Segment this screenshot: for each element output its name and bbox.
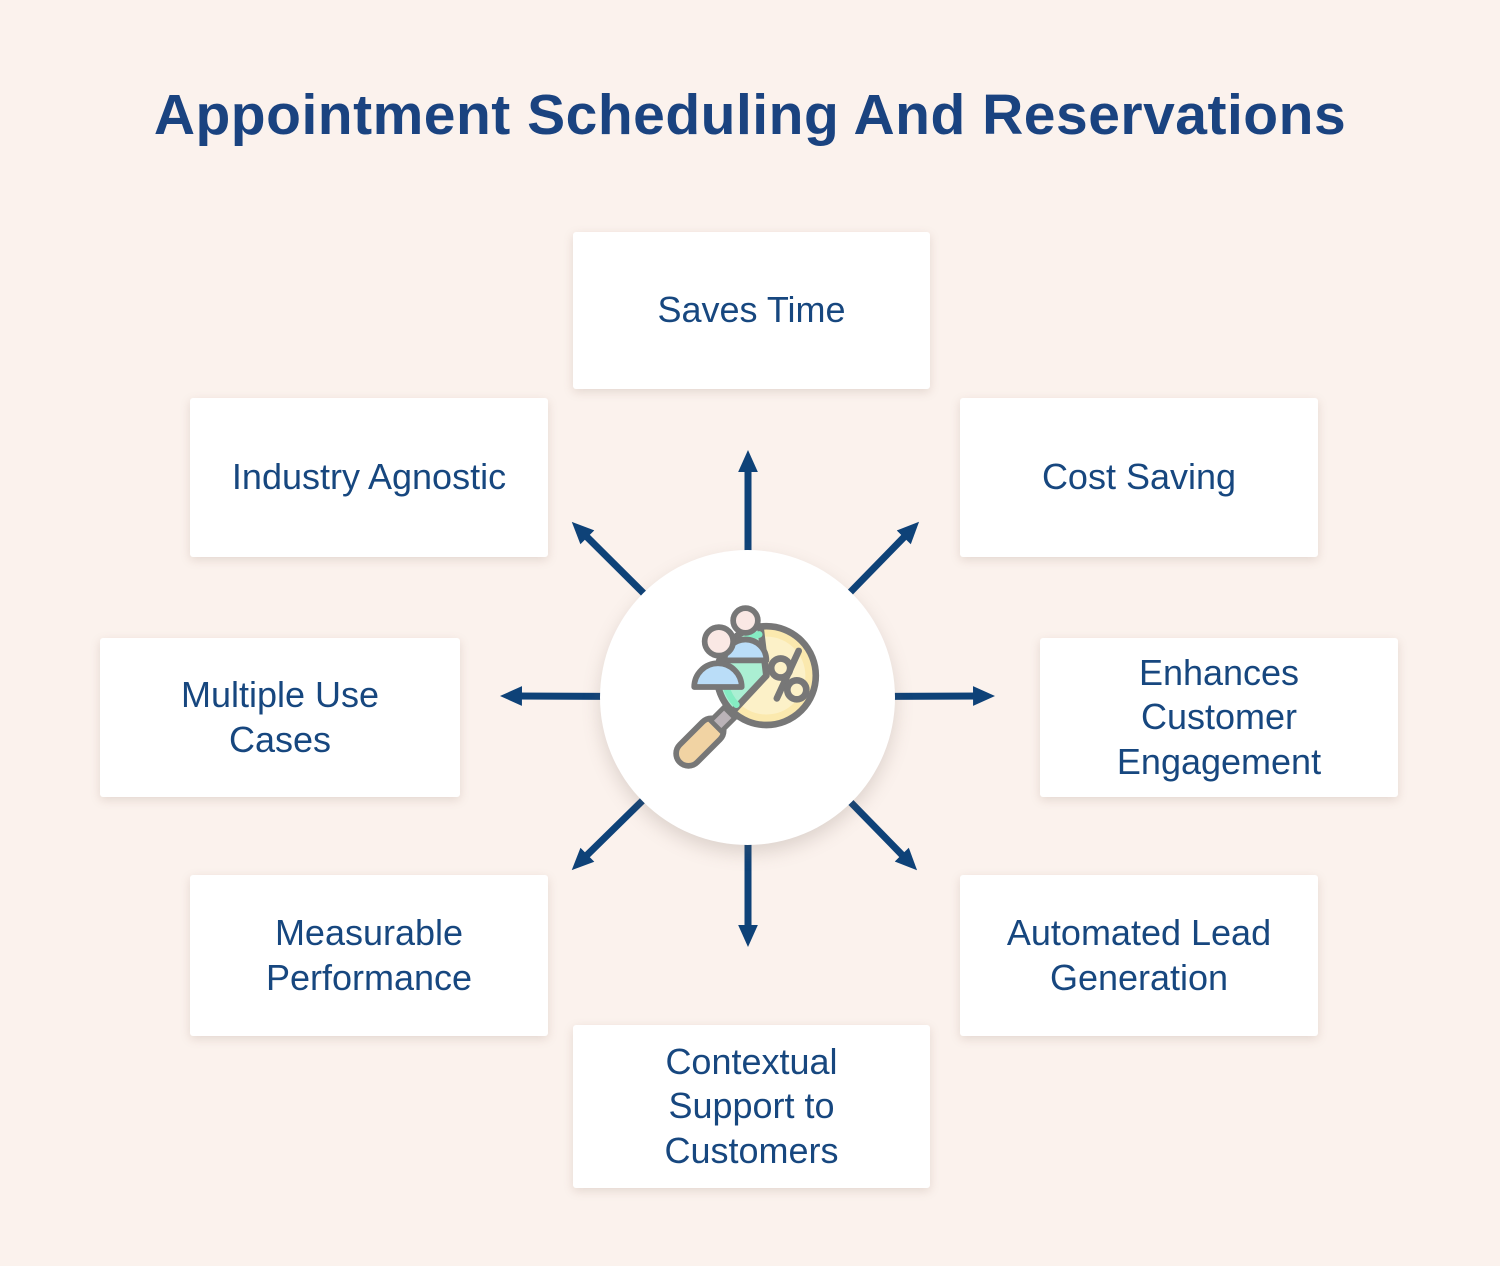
center-circle xyxy=(600,550,895,845)
node-contextual-support-to-customers: Contextual Support to Customers xyxy=(573,1025,930,1188)
node-automated-lead-generation: Automated Lead Generation xyxy=(960,875,1318,1036)
node-measurable-performance: Measurable Performance xyxy=(190,875,548,1036)
node-label: Contextual Support to Customers xyxy=(664,1040,839,1171)
node-label: Measurable Performance xyxy=(265,911,473,998)
node-enhances-customer-engagement: Enhances Customer Engagement xyxy=(1040,638,1398,797)
node-label: Saves Time xyxy=(657,289,846,331)
node-label: Industry Agnostic xyxy=(231,456,507,498)
node-industry-agnostic: Industry Agnostic xyxy=(190,398,548,557)
node-label: Multiple Use Cases xyxy=(180,673,380,760)
page-title: Appointment Scheduling And Reservations xyxy=(153,83,1347,147)
node-label: Cost Saving xyxy=(1041,456,1237,498)
magnifier-pie-chart-audience-icon xyxy=(673,605,820,769)
node-saves-time: Saves Time xyxy=(573,232,930,389)
node-label: Automated Lead Generation xyxy=(1006,911,1272,998)
node-multiple-use-cases: Multiple Use Cases xyxy=(100,638,460,797)
node-label: Enhances Customer Engagement xyxy=(1116,651,1322,782)
node-cost-saving: Cost Saving xyxy=(960,398,1318,557)
